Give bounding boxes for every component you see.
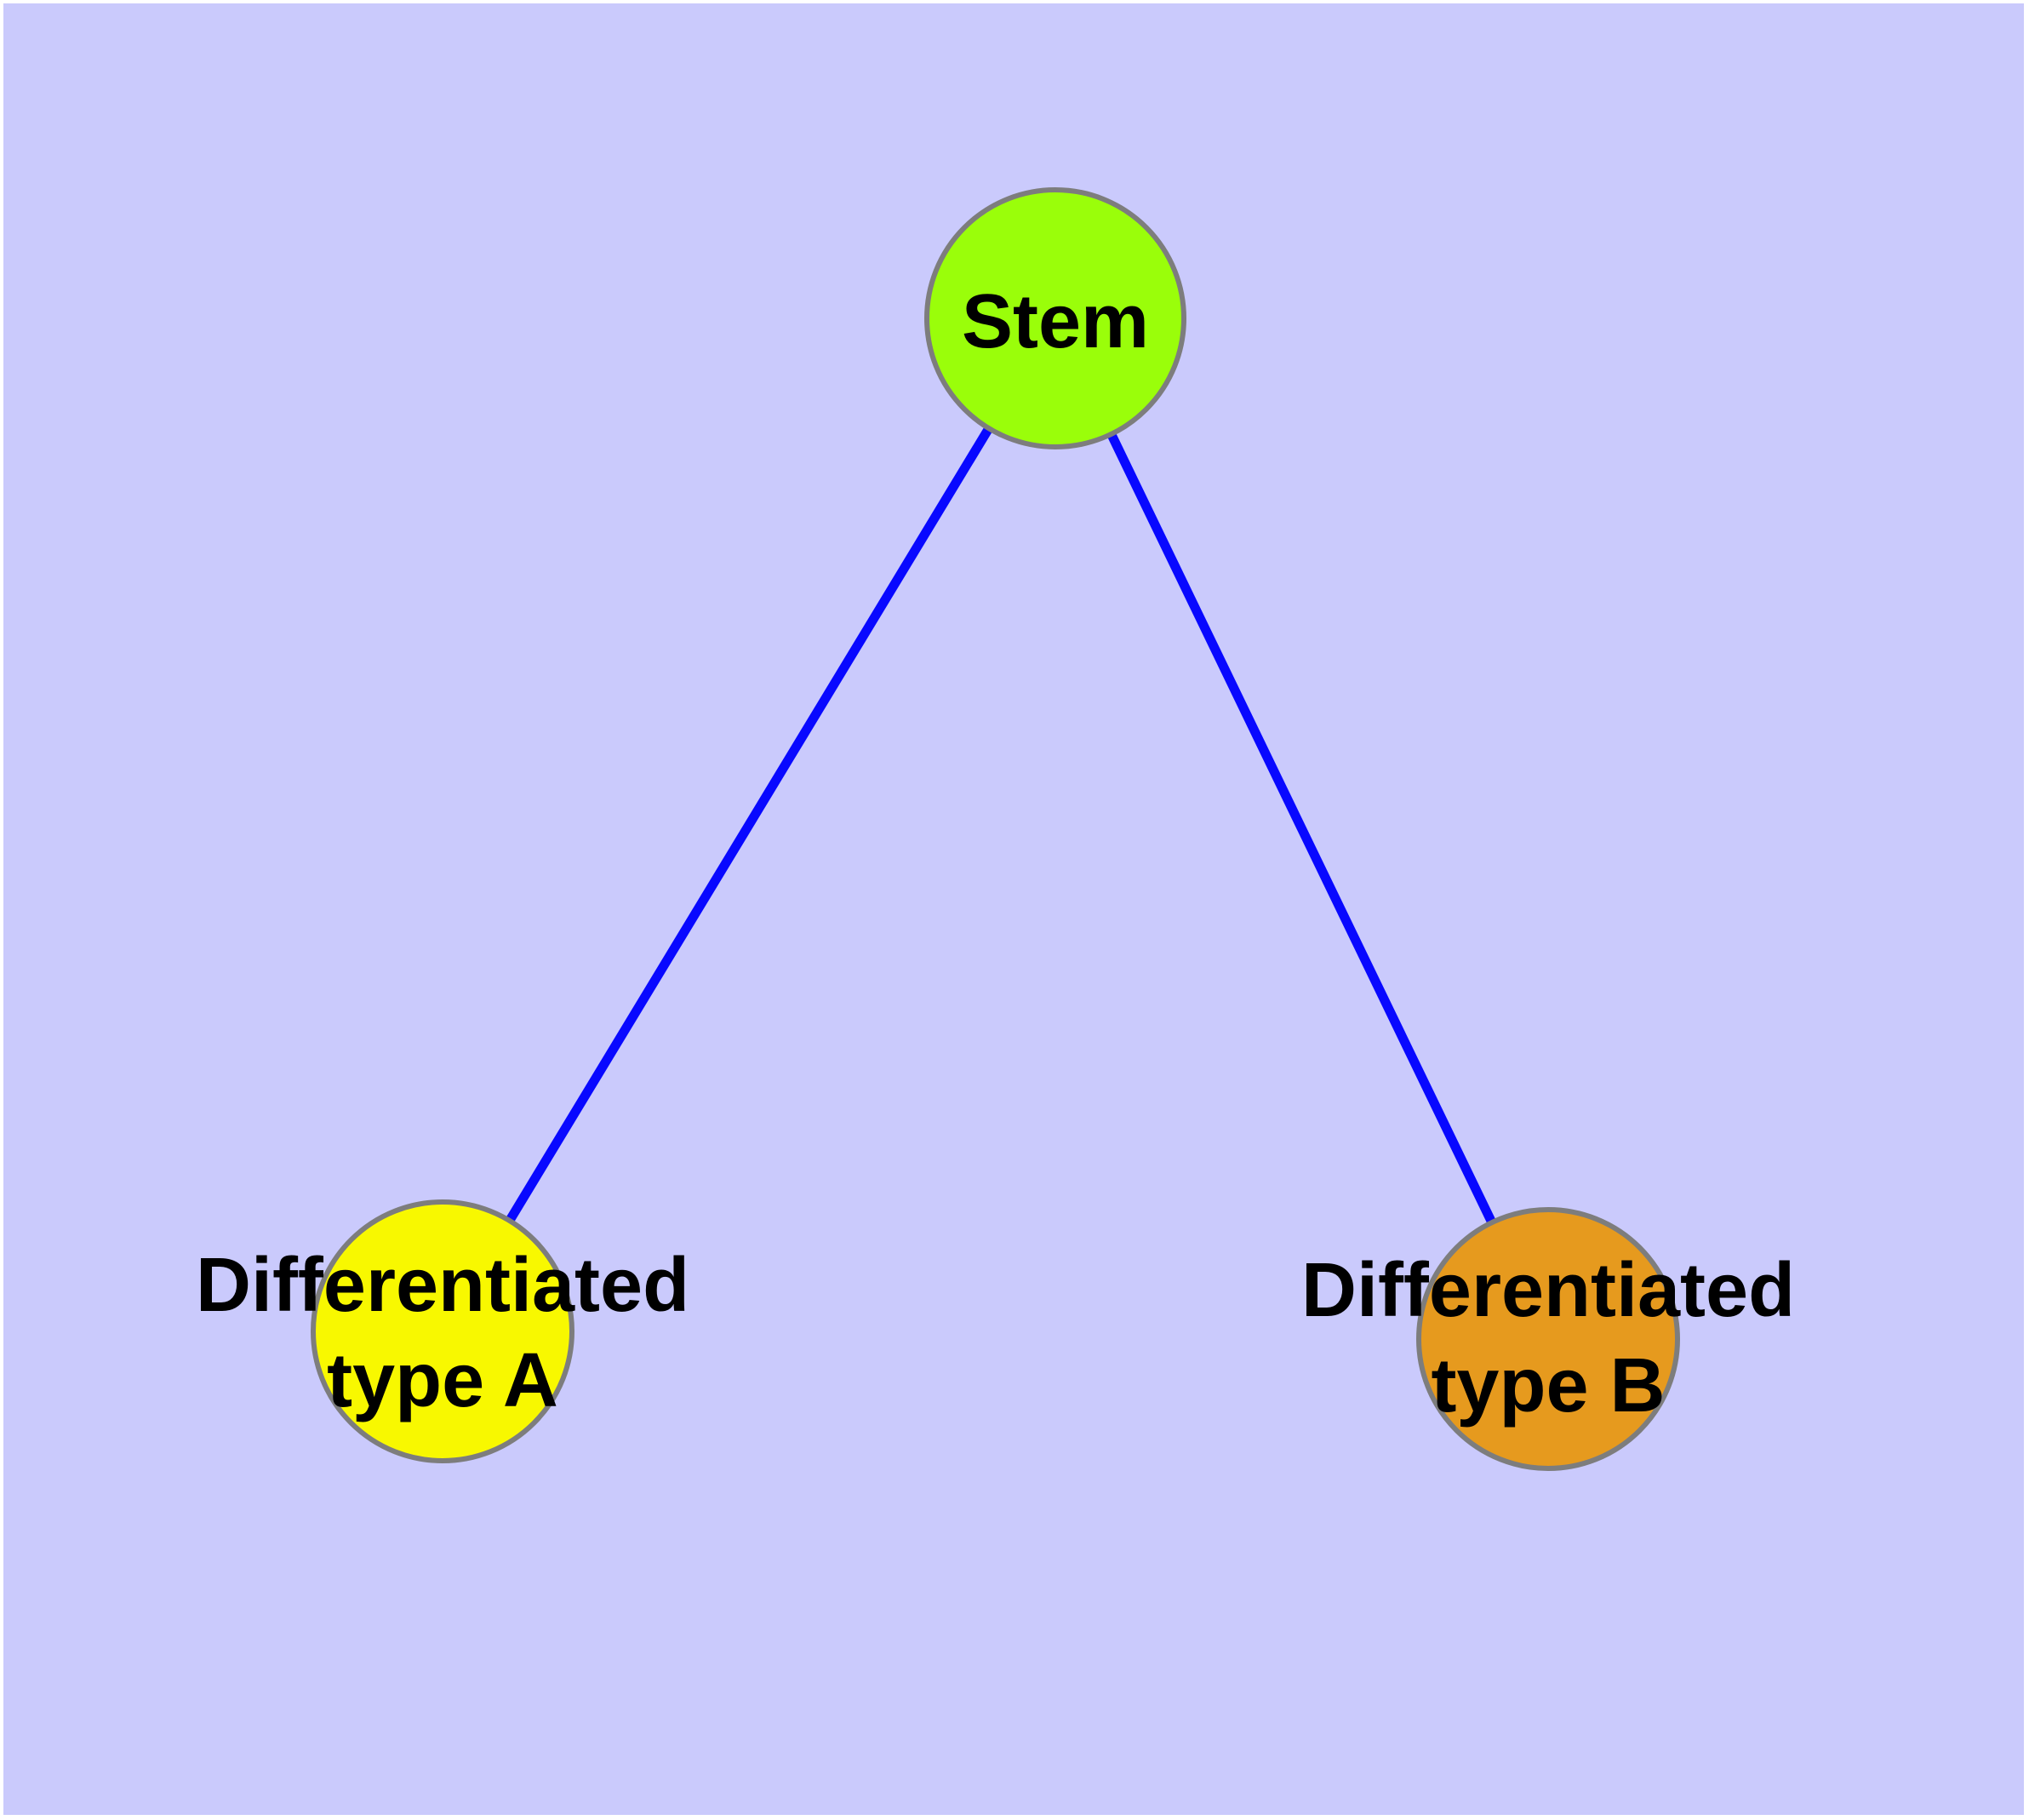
node-type-a-label-line2: type A	[327, 1338, 558, 1423]
node-type-b-label: Differentiated type B	[1301, 1243, 1795, 1434]
node-type-b-label-line1: Differentiated	[1300, 1248, 1796, 1333]
node-differentiated-type-b	[1416, 1207, 1680, 1471]
node-type-a-label: Differentiated type A	[196, 1238, 689, 1428]
node-stem	[924, 187, 1186, 449]
edge-stem-to-type-b	[1051, 316, 1552, 1342]
node-type-b-label-line2: type B	[1431, 1343, 1666, 1428]
edge-stem-to-type-a	[438, 316, 1060, 1334]
node-type-a-label-line1: Differentiated	[195, 1243, 690, 1328]
node-differentiated-type-a	[311, 1199, 574, 1463]
node-stem-label: Stem	[961, 279, 1150, 364]
